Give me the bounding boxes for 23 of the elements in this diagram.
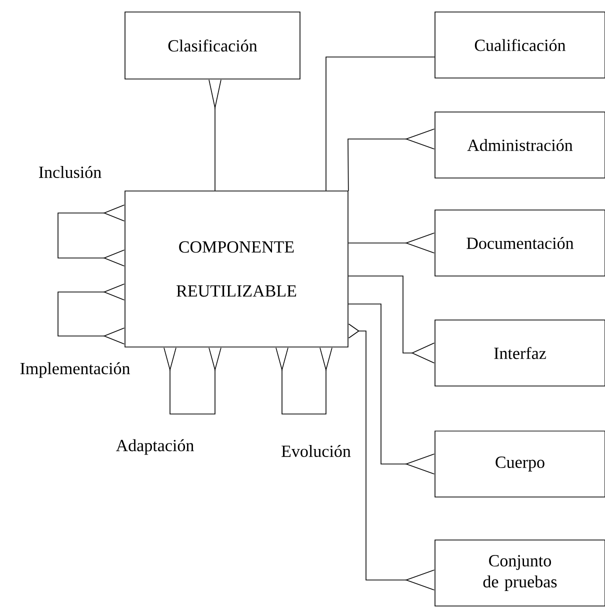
- connector: [208, 79, 222, 192]
- edge-label: Evolución: [282, 445, 351, 457]
- entity-box: Administración: [434, 112, 605, 178]
- connector: [348, 304, 435, 474]
- connector: [326, 56, 435, 192]
- connector: [348, 276, 435, 364]
- entity-box: Cualificación: [434, 12, 605, 78]
- entity-box: Documentación: [434, 210, 605, 276]
- edge-label: Implementación: [20, 362, 130, 378]
- connector: [276, 347, 332, 414]
- entity-box: Cuerpo: [434, 430, 605, 498]
- entity-box: COMPONENTE REUTILIZABLE: [124, 190, 348, 348]
- connector: [58, 204, 125, 266]
- connector: [164, 347, 222, 414]
- edge-label: Adaptación: [116, 439, 194, 455]
- connector: [348, 128, 435, 192]
- connector: [348, 324, 435, 590]
- connector: [348, 232, 435, 254]
- entity-box: Conjunto de pruebas: [434, 540, 605, 606]
- entity-box: Clasificación: [124, 12, 300, 80]
- entity-box: Interfaz: [434, 320, 605, 386]
- edge-label: Inclusión: [38, 166, 102, 178]
- connector: [58, 284, 125, 344]
